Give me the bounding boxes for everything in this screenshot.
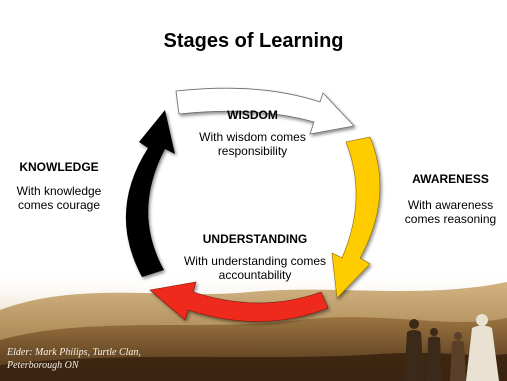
stage-awareness: AWARENESS With awareness comes reasoning: [394, 172, 507, 226]
elders-silhouettes: [404, 314, 499, 381]
stage-wisdom-title: WISDOM: [227, 108, 278, 122]
stage-awareness-text: With awareness comes reasoning: [404, 198, 497, 226]
page-title: Stages of Learning: [163, 30, 344, 52]
stage-knowledge-title: KNOWLEDGE: [19, 160, 99, 174]
knowledge-arrow: [125, 110, 175, 277]
wisdom-arrow: [175, 87, 355, 135]
stage-wisdom-text: With wisdom comes responsibility: [199, 130, 306, 158]
stage-understanding: UNDERSTANDING With understanding comes a…: [175, 232, 335, 282]
landscape-background: [0, 270, 507, 381]
elder-credit: Elder: Mark Philips, Turtle Clan, Peterb…: [7, 347, 141, 371]
awareness-arrow: [331, 136, 381, 299]
understanding-arrow: [149, 281, 329, 322]
stage-wisdom: WISDOM With wisdom comes responsibility: [180, 108, 325, 158]
stage-understanding-text: With understanding comes accountability: [183, 254, 327, 282]
stage-knowledge: KNOWLEDGE With knowledge comes courage: [0, 160, 118, 212]
stage-knowledge-text: With knowledge comes courage: [16, 184, 102, 212]
stage-awareness-title: AWARENESS: [412, 172, 489, 186]
stage-understanding-title: UNDERSTANDING: [202, 232, 308, 246]
